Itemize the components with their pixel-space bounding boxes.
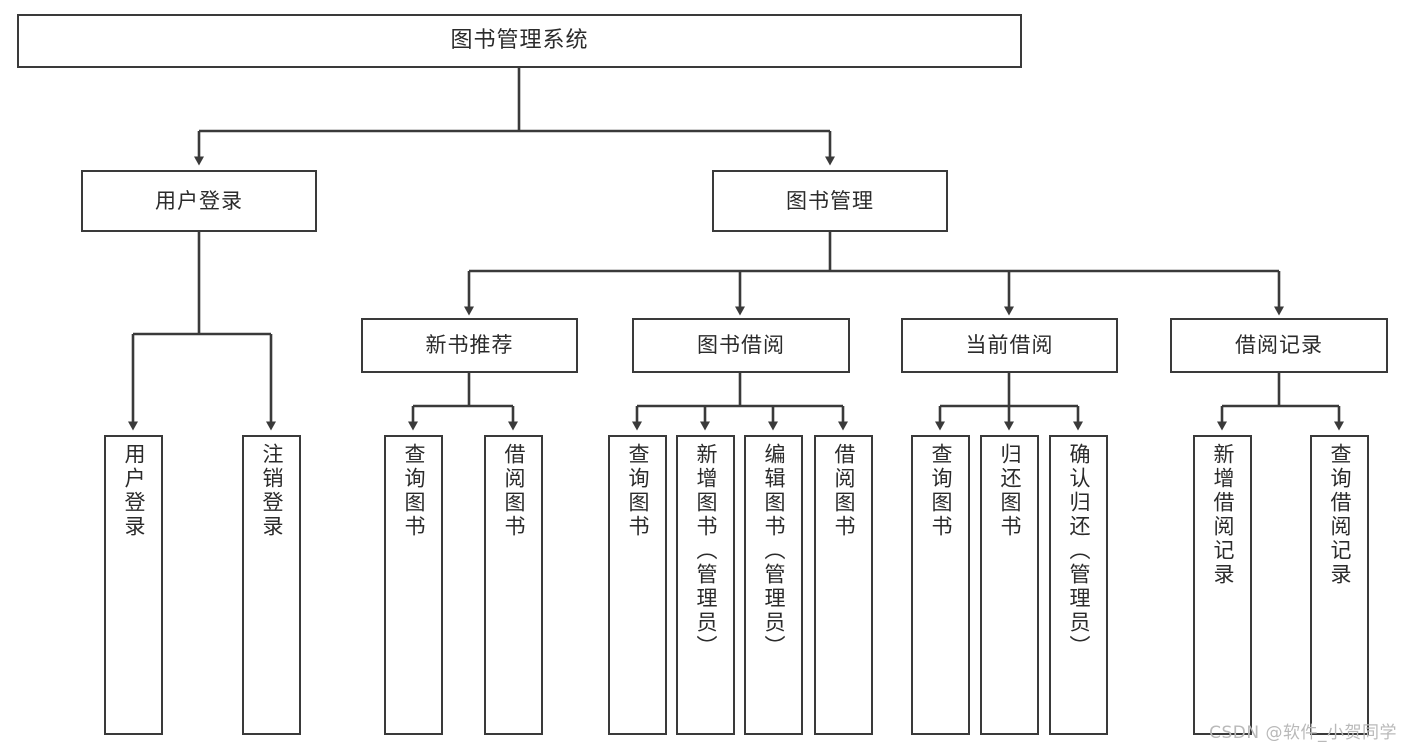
node-label: 借阅图书 xyxy=(831,443,856,539)
leaf-add-record[interactable]: 新增借阅记录 xyxy=(1193,435,1252,735)
leaf-query-book-1[interactable]: 查询图书 xyxy=(384,435,443,735)
node-label: 归还图书 xyxy=(997,443,1022,539)
node-label: 新增借阅记录 xyxy=(1210,443,1235,587)
node-label: 查询借阅记录 xyxy=(1327,443,1352,587)
node-label: 查询图书 xyxy=(928,443,953,539)
node-label: 借阅图书 xyxy=(501,443,526,539)
node-book-borrow[interactable]: 图书借阅 xyxy=(632,318,850,373)
node-label: 注销登录 xyxy=(259,443,284,539)
leaf-borrow-book-2[interactable]: 借阅图书 xyxy=(814,435,873,735)
csdn-watermark: CSDN @软件_小贺同学 xyxy=(1209,723,1397,743)
leaf-query-record[interactable]: 查询借阅记录 xyxy=(1310,435,1369,735)
node-borrow-record[interactable]: 借阅记录 xyxy=(1170,318,1388,373)
leaf-borrow-book-1[interactable]: 借阅图书 xyxy=(484,435,543,735)
node-user-login[interactable]: 用户登录 xyxy=(81,170,317,232)
leaf-edit-book[interactable]: 编辑图书（管理员） xyxy=(744,435,803,735)
leaf-confirm-return[interactable]: 确认归还（管理员） xyxy=(1049,435,1108,735)
node-label: 图书管理 xyxy=(786,188,874,213)
node-book-manage[interactable]: 图书管理 xyxy=(712,170,948,232)
node-current-borrow[interactable]: 当前借阅 xyxy=(901,318,1118,373)
leaf-add-book[interactable]: 新增图书（管理员） xyxy=(676,435,735,735)
node-root-book-management-system[interactable]: 图书管理系统 xyxy=(17,14,1022,68)
node-label: 编辑图书（管理员） xyxy=(761,443,786,659)
node-label: 查询图书 xyxy=(625,443,650,539)
node-label: 新书推荐 xyxy=(425,333,514,358)
leaf-return-book[interactable]: 归还图书 xyxy=(980,435,1039,735)
leaf-query-book-2[interactable]: 查询图书 xyxy=(608,435,667,735)
node-label: 图书借阅 xyxy=(697,333,785,358)
leaf-query-book-3[interactable]: 查询图书 xyxy=(911,435,970,735)
node-label: 新增图书（管理员） xyxy=(693,443,718,659)
node-new-book-recommend[interactable]: 新书推荐 xyxy=(361,318,578,373)
node-label: 用户登录 xyxy=(121,443,146,539)
leaf-user-login[interactable]: 用户登录 xyxy=(104,435,163,735)
node-label: 查询图书 xyxy=(401,443,426,539)
node-label: 用户登录 xyxy=(155,188,243,213)
leaf-logout-login[interactable]: 注销登录 xyxy=(242,435,301,735)
node-label: 当前借阅 xyxy=(965,333,1054,358)
node-label: 借阅记录 xyxy=(1235,333,1323,358)
node-label: 图书管理系统 xyxy=(450,27,589,53)
node-label: 确认归还（管理员） xyxy=(1066,443,1091,659)
